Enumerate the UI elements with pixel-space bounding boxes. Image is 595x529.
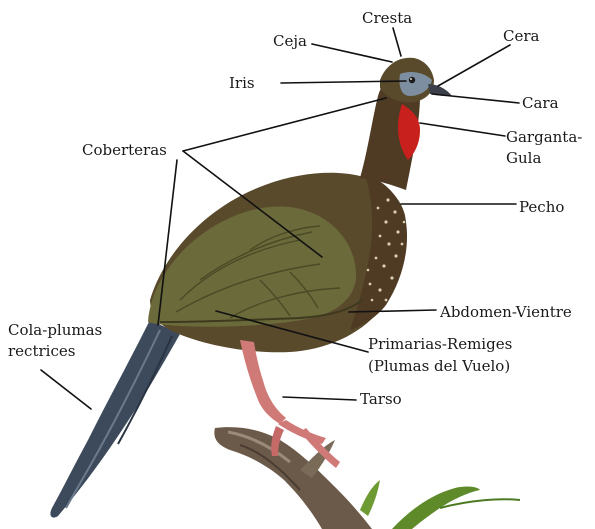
label-tarso: Tarso [360, 390, 402, 408]
label-pecho: Pecho [519, 198, 564, 216]
eye [409, 77, 415, 83]
label-cola-line2: rectrices [8, 342, 75, 360]
leaf-1 [392, 487, 480, 529]
leaves [360, 480, 520, 529]
leader-cresta [393, 28, 401, 56]
leader-cola [41, 370, 91, 409]
label-ceja: Ceja [273, 32, 307, 50]
label-cara: Cara [522, 94, 559, 112]
eye-highlight [410, 78, 412, 80]
label-coberteras: Coberteras [82, 141, 167, 159]
leader-ceja [312, 44, 392, 62]
label-iris: Iris [229, 74, 255, 92]
leader-garganta [420, 123, 505, 136]
label-primarias-line1: Primarias-Remiges [368, 335, 512, 353]
leader-coberteras-top [183, 98, 386, 151]
bird-illustration [50, 58, 520, 529]
leader-tarso [283, 397, 356, 400]
branch [214, 427, 372, 529]
branch-wood [214, 427, 372, 529]
wing [148, 206, 356, 326]
label-cola-line1: Cola-plumas [8, 321, 102, 339]
leader-cera [438, 45, 510, 86]
leaf-2 [360, 480, 380, 516]
label-garganta-line1: Garganta- [506, 128, 582, 146]
leader-cara [432, 94, 519, 103]
label-primarias-line2: (Plumas del Vuelo) [368, 357, 510, 375]
leg-tarsus [240, 340, 286, 424]
label-cera: Cera [503, 27, 540, 45]
label-garganta-line2: Gula [506, 149, 541, 167]
label-abdomen: Abdomen-Vientre [439, 303, 572, 321]
label-cresta: Cresta [362, 9, 412, 27]
